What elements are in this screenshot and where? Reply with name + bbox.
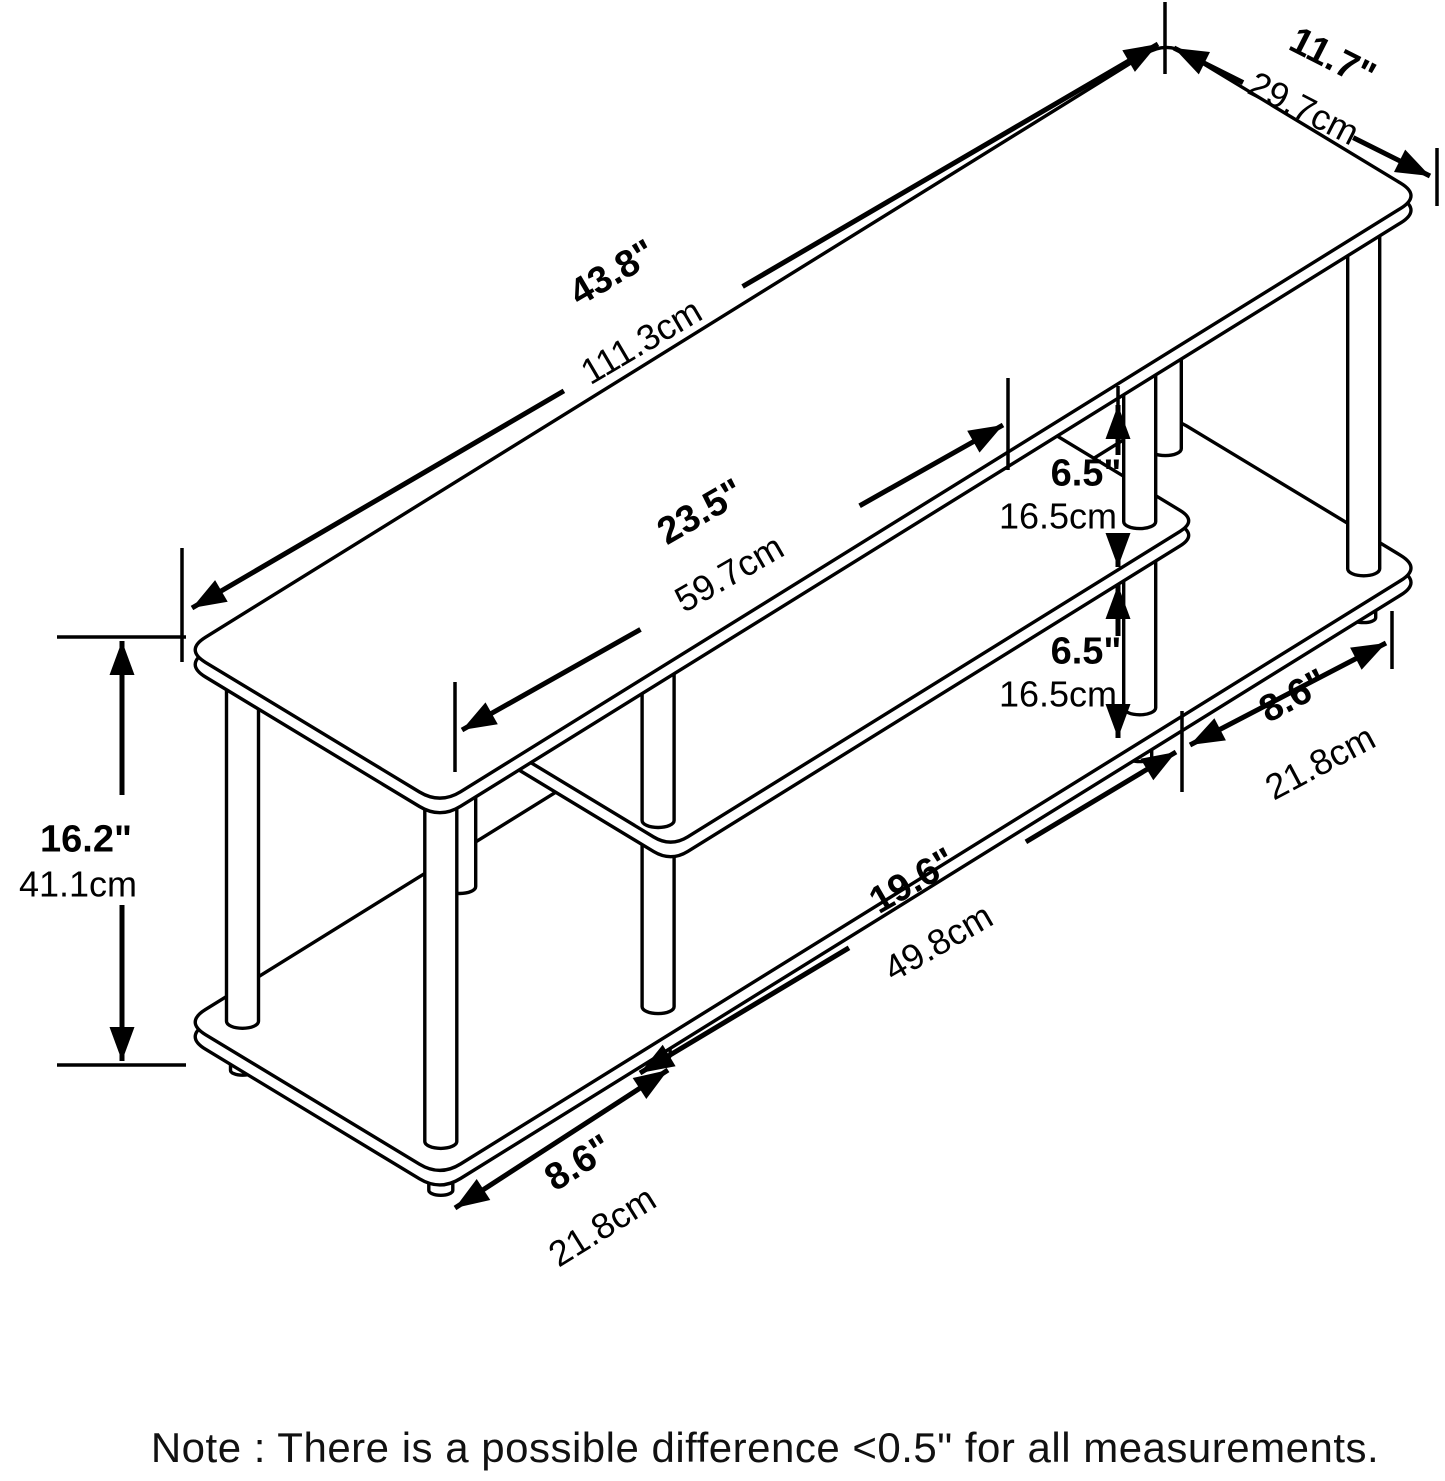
height-cm-label: 41.1cm (19, 864, 137, 905)
arrowhead (1122, 44, 1158, 72)
leg-tube (640, 647, 676, 830)
arrowhead (109, 641, 135, 675)
leg-tube (640, 833, 676, 1016)
dimension-line (460, 627, 642, 733)
dimension-line (453, 1067, 670, 1211)
dimension-line (1188, 640, 1388, 748)
lower-gap-inches-label: 6.5" (1051, 630, 1122, 672)
height-inches-label: 16.2" (40, 818, 132, 860)
arrowhead (109, 1027, 135, 1061)
arrowhead (1105, 585, 1131, 619)
tolerance-note: Note : There is a possible difference <0… (151, 1424, 1379, 1471)
dimension-line (190, 388, 566, 611)
arrowhead (1350, 643, 1386, 670)
lower-gap-cm-label: 16.5cm (999, 674, 1117, 715)
arrowhead (640, 1044, 676, 1073)
width-inches-label: 43.8" (562, 232, 663, 315)
top-panel-top (193, 45, 1413, 800)
arrowhead (1394, 149, 1430, 176)
arrowhead (1190, 718, 1226, 745)
arrowhead (1105, 533, 1131, 567)
leg-tube (1122, 348, 1158, 531)
dimension-arrows (57, 2, 1439, 1211)
dimension-line (638, 945, 851, 1076)
leg-tube (1346, 209, 1382, 578)
leg-tube (224, 661, 261, 1030)
arrowhead (967, 425, 1003, 453)
arrowhead (1140, 752, 1176, 781)
arrowhead (192, 580, 228, 608)
right-section-cm-label: 21.8cm (1258, 716, 1381, 808)
arrowhead (1105, 405, 1131, 439)
arrowhead (462, 702, 498, 730)
tv-stand-line-drawing (193, 45, 1413, 1197)
arrowhead (455, 1179, 491, 1208)
arrowhead (1174, 48, 1210, 75)
arrowhead (632, 1070, 668, 1099)
bottom-shelf-top (193, 418, 1413, 1173)
arrowhead (1105, 704, 1131, 738)
upper-gap-cm-label: 16.5cm (999, 496, 1117, 537)
upper-gap-inches-label: 6.5" (1051, 452, 1122, 494)
leg-tube (423, 782, 459, 1151)
left-section-inches-label: 8.6" (538, 1127, 620, 1200)
dimension-line (741, 41, 1160, 289)
